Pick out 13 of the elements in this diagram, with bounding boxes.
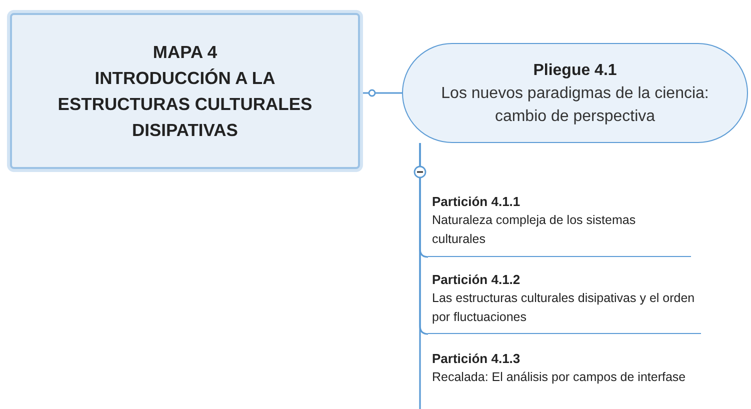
node-heading: Partición 4.1.2 — [432, 271, 522, 289]
node-heading: Partición 4.1.3 — [432, 350, 522, 368]
connector-line — [419, 143, 421, 409]
node-heading: Pliegue 4.1 — [533, 60, 617, 80]
node-text: Los nuevos paradigmas de la ciencia: cambio de perspectiva — [440, 84, 710, 126]
node-text: Naturaleza compleja de los sistemas culturales — [432, 212, 637, 248]
node-text: Recalada: El análisis por campos de interfase — [432, 369, 687, 386]
node-text: INTRODUCCIÓN A LA ESTRUCTURAS CULTURALES DISIPATIVAS — [56, 67, 314, 142]
topic-box — [10, 13, 360, 169]
node-heading: MAPA 4 — [152, 41, 218, 64]
connector-line — [363, 92, 402, 94]
node-text: Las estructuras culturales disipativas y el orden por fluctuaciones — [432, 290, 696, 326]
node-heading: Partición 4.1.1 — [432, 193, 522, 211]
